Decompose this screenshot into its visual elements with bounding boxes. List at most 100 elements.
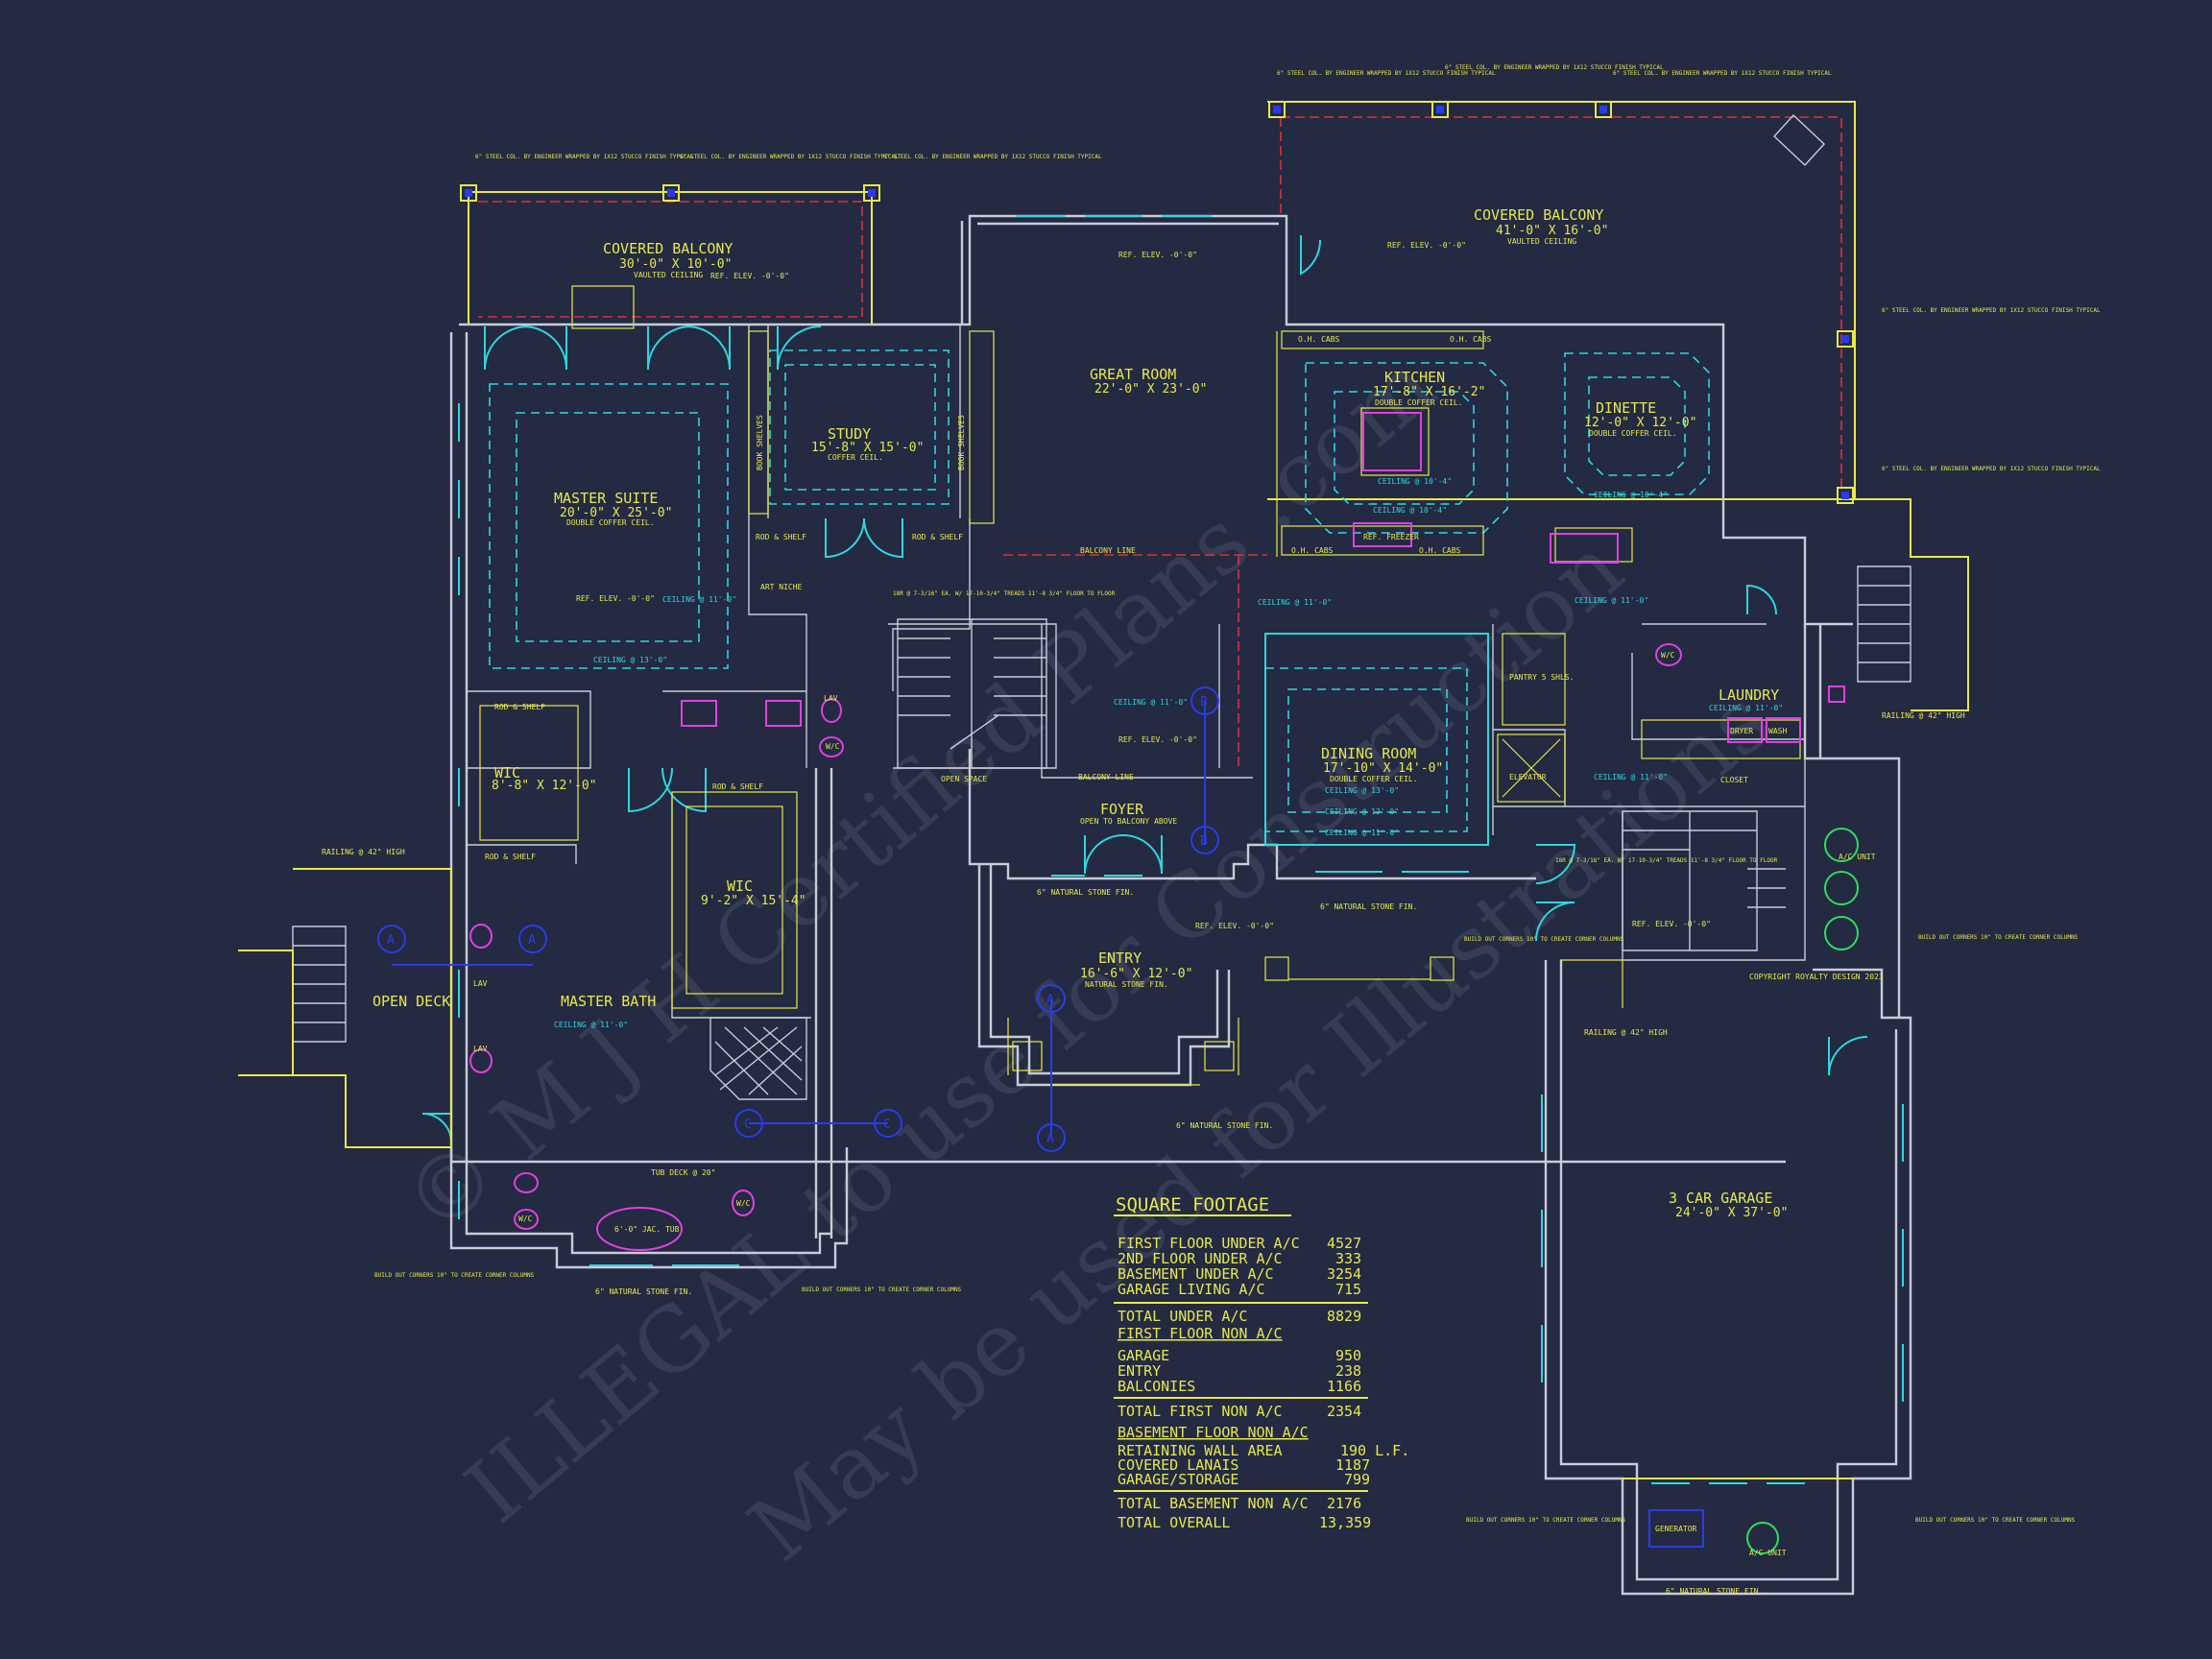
sqft-row-value: 715	[1335, 1281, 1361, 1298]
label-ref-elev-4: REF. ELEV. -0'-0"	[576, 594, 655, 603]
label-build-out-4: BUILD OUT CORNERS 10" TO CREATE CORNER C…	[1915, 1517, 2076, 1524]
room-note-balcony-left: VAULTED CEILING	[634, 271, 703, 279]
label-steel-col-1: 6" STEEL COL. BY ENGINEER WRAPPED BY 1X1…	[1277, 70, 1496, 77]
label-build-out-3: BUILD OUT CORNERS 10" TO CREATE CORNER C…	[1918, 934, 2079, 941]
room-labels: COVERED BALCONY 30'-0" X 10'-0" VAULTED …	[373, 206, 1788, 1220]
label-book-shelves-1: BOOK SHELVES	[756, 415, 764, 470]
label-wc-1: W/C	[826, 742, 840, 751]
sqft-total-under-label: TOTAL UNDER A/C	[1118, 1308, 1247, 1325]
sqft-row-value: 190 L.F.	[1340, 1442, 1409, 1459]
room-dims-kitchen: 17'-8" X 16'-2"	[1373, 385, 1485, 399]
label-oh-cabs-1: O.H. CABS	[1298, 335, 1340, 344]
svg-text:B: B	[1200, 834, 1208, 849]
label-steel-col-5: 6" STEEL COL. BY ENGINEER WRAPPED BY 1X1…	[680, 154, 899, 160]
covered-balcony-right	[1267, 101, 1856, 504]
label-ceiling-11-1: CEILING @ 11'-0"	[1258, 598, 1332, 607]
sqft-row-label: ENTRY	[1118, 1362, 1161, 1380]
sqft-row-label: COVERED LANAIS	[1118, 1456, 1238, 1474]
label-steel-col-4: 6" STEEL COL. BY ENGINEER WRAPPED BY 1X1…	[475, 154, 694, 160]
label-tub-deck: TUB DECK @ 20"	[651, 1168, 715, 1177]
sqft-total-first-non-label: TOTAL FIRST NON A/C	[1118, 1403, 1283, 1420]
label-rod-shelf-4: ROD & SHELF	[912, 533, 963, 541]
room-name-open-deck: OPEN DECK	[373, 993, 450, 1010]
label-build-out-5: BUILD OUT CORNERS 10" TO CREATE CORNER C…	[1466, 1517, 1626, 1524]
label-ref-elev-7: REF. ELEV. -0'-0"	[1632, 920, 1711, 928]
label-closet: CLOSET	[1720, 776, 1748, 784]
label-stone-4: 6" NATURAL STONE FIN.	[1666, 1587, 1763, 1596]
svg-text:B: B	[1200, 695, 1208, 709]
label-rod-shelf-3: ROD & SHELF	[756, 533, 806, 541]
ac-units	[1746, 828, 1859, 1554]
label-ceiling-10-4-3: CEILING @ 10'-4"	[1373, 506, 1447, 515]
label-jac-tub: 6'-0" JAC. TUB	[614, 1225, 680, 1234]
svg-text:A: A	[387, 933, 395, 948]
svg-text:A: A	[528, 933, 536, 948]
label-ref-elev-6: REF. ELEV. -0'-0"	[1195, 922, 1274, 930]
label-ref-freezer: REF. FREEZER	[1363, 533, 1419, 541]
room-dims-dinette: 12'-0" X 12'-0"	[1584, 416, 1696, 430]
room-dims-master-suite: 20'-0" X 25'-0"	[560, 506, 672, 520]
sqft-row-label: 2ND FLOOR UNDER A/C	[1118, 1250, 1283, 1267]
label-ceiling-10-4-2: CEILING @ 10'-4"	[1594, 491, 1668, 499]
sqft-total-first-non-value: 2354	[1327, 1403, 1361, 1420]
label-lav-1: LAV	[473, 979, 488, 988]
room-dims-dining-room: 17'-10" X 14'-0"	[1323, 761, 1443, 776]
label-pantry: PANTRY 5 SHLS.	[1509, 673, 1574, 682]
sqft-total-basement-non-value: 2176	[1327, 1495, 1361, 1512]
room-dims-master-bath: CEILING @ 11'-0"	[554, 1021, 628, 1029]
label-art-niche: ART NICHE	[760, 583, 803, 591]
room-name-laundry: LAUNDRY	[1719, 686, 1779, 704]
label-steel-col-3: 6" STEEL COL. BY ENGINEER WRAPPED BY 1X1…	[1613, 70, 1832, 77]
label-wc-3: W/C	[736, 1199, 751, 1208]
label-build-out-2: BUILD OUT CORNERS 10" TO CREATE CORNER C…	[1464, 936, 1624, 943]
label-steel-col-6: 6" STEEL COL. BY ENGINEER WRAPPED BY 1X1…	[883, 154, 1102, 160]
label-stairs-2: 18R @ 7-3/16" EA. W/ 17-10-3/4" TREADS 1…	[1555, 857, 1778, 864]
room-name-balcony-right: COVERED BALCONY	[1474, 206, 1603, 224]
svg-text:A: A	[1046, 993, 1054, 1007]
sqft-total-overall-value: 13,359	[1319, 1514, 1371, 1531]
room-note-kitchen: DOUBLE COFFER CEIL.	[1375, 398, 1463, 407]
label-rod-shelf-5: ROD & SHELF	[712, 782, 763, 791]
label-ref-elev-2: REF. ELEV. -0'-0"	[1387, 241, 1466, 250]
room-name-balcony-left: COVERED BALCONY	[603, 240, 733, 257]
room-dims-foyer: OPEN TO BALCONY ABOVE	[1080, 817, 1177, 826]
room-note-master-suite: DOUBLE COFFER CEIL.	[566, 518, 655, 527]
sqft-row-label: BALCONIES	[1118, 1378, 1195, 1395]
sqft-row-value: 799	[1344, 1471, 1370, 1488]
room-name-great-room: GREAT ROOM	[1090, 366, 1176, 383]
sqft-row-value: 4527	[1327, 1235, 1361, 1252]
label-ceiling-11-4: CEILING @ 11'-0"	[1114, 698, 1188, 707]
room-note-dining-room: DOUBLE COFFER CEIL.	[1330, 775, 1418, 783]
label-copyright: COPYRIGHT ROYALTY DESIGN 2023	[1749, 973, 1884, 981]
label-balcony-line-2: BALCONY LINE	[1078, 773, 1134, 781]
sqft-row-label: FIRST FLOOR UNDER A/C	[1118, 1235, 1300, 1252]
room-dims-garage: 24'-0" X 37'-0"	[1675, 1206, 1788, 1220]
label-ac-unit-2: A/C UNIT	[1749, 1549, 1787, 1557]
label-wc-2: W/C	[518, 1214, 533, 1223]
label-ceiling-11-5: CEILING @ 11'-0"	[1594, 773, 1668, 781]
room-dims-balcony-left: 30'-0" X 10'-0"	[619, 257, 732, 272]
label-rod-shelf-2: ROD & SHELF	[485, 853, 536, 861]
ceiling-coffers	[489, 349, 1710, 846]
label-lav-2: LAV	[473, 1045, 488, 1053]
label-dryer: DRYER	[1730, 727, 1753, 735]
room-name-kitchen: KITCHEN	[1384, 369, 1445, 386]
label-ref-elev-3: REF. ELEV. -0'-0"	[710, 272, 789, 280]
label-ref-elev-1: REF. ELEV. -0'-0"	[1118, 251, 1197, 259]
label-open-space: OPEN SPACE	[941, 775, 987, 783]
sqft-row-value: 1187	[1335, 1456, 1370, 1474]
room-dims-study: 15'-8" X 15'-0"	[811, 441, 924, 455]
svg-text:A: A	[1046, 1132, 1054, 1146]
label-ceiling-13-2: CEILING @ 13'-0"	[1325, 786, 1399, 795]
label-wc-4: W/C	[1661, 651, 1675, 660]
label-railing-1: RAILING @ 42" HIGH	[322, 848, 405, 856]
label-elevator: ELEVATOR	[1509, 773, 1547, 781]
balcony-line	[1003, 554, 1267, 768]
room-dims-wic-1: 8'-8" X 12'-0"	[492, 779, 597, 793]
label-ref-elev-5: REF. ELEV. -0'-0"	[1118, 735, 1197, 744]
label-ceiling-11-6: CEILING @ 11'-0"	[1325, 829, 1399, 837]
label-oh-cabs-4: O.H. CABS	[1419, 546, 1461, 555]
label-steel-col-7: 6" STEEL COL. BY ENGINEER WRAPPED BY 1X1…	[1882, 307, 2101, 314]
label-ac-unit-1: A/C UNIT	[1839, 853, 1876, 861]
room-name-foyer: FOYER	[1100, 801, 1144, 818]
